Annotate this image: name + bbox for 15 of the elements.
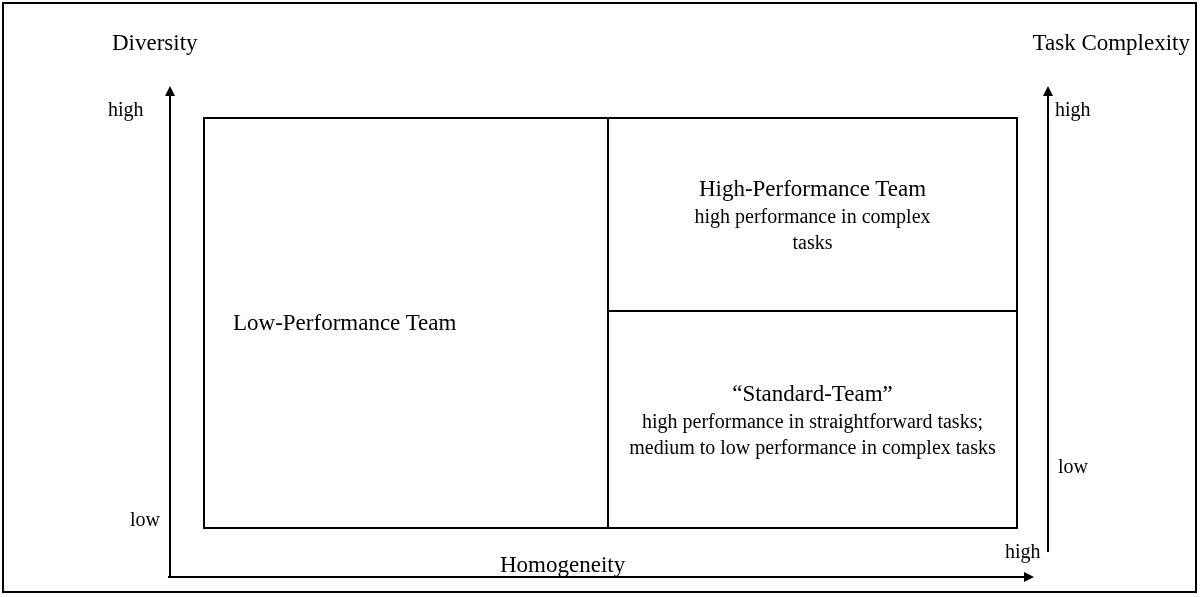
quadrant-title: “Standard-Team” <box>732 379 893 408</box>
quadrant-title: Low-Performance Team <box>233 309 457 337</box>
axis-title: Diversity <box>112 30 198 56</box>
axis-title: Homogeneity <box>500 552 626 578</box>
quadrant-title: High-Performance Team <box>698 174 927 203</box>
axis-tick-label: low <box>130 508 160 531</box>
quadrant-box <box>607 310 1018 529</box>
axis-tick-label: low <box>1058 455 1088 478</box>
quadrant-description: high performance in complex tasks <box>693 203 932 255</box>
axis-title: Task Complexity <box>1032 30 1190 56</box>
axis-tick-label: high <box>1055 98 1091 121</box>
quadrant-description: high performance in straightforward tasks; medium to low performance in complex tasks <box>628 408 997 460</box>
axis-tick-label: high <box>1005 540 1041 563</box>
axis-tick-label: high <box>108 98 144 121</box>
quadrant-box <box>607 117 1018 312</box>
